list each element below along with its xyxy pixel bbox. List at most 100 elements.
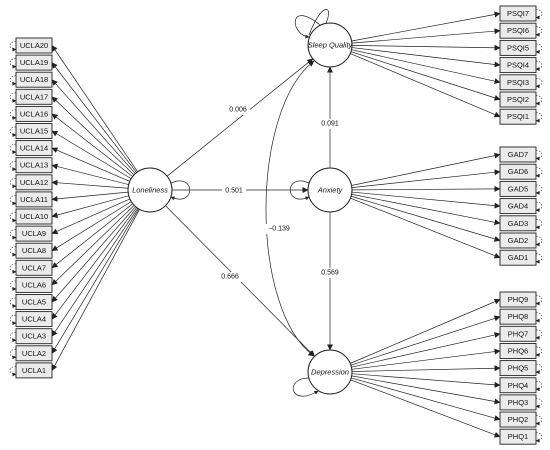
indicator-label-ucla17: UCLA17	[20, 92, 48, 101]
covariance-sleep-quality-depression	[265, 60, 315, 357]
indicator-label-phq6: PHQ6	[508, 346, 528, 355]
indicator-phq3: PHQ3	[499, 394, 537, 411]
indicator-gad4: GAD4	[499, 198, 537, 215]
path-loneliness-to-sleep-quality	[166, 58, 314, 177]
indicator-label-gad7: GAD7	[508, 150, 528, 159]
indicator-box-ucla8	[15, 242, 53, 259]
error-term-gad3	[535, 219, 543, 230]
indicator-box-phq4	[499, 377, 537, 394]
indicator-label-ucla9: UCLA9	[22, 229, 46, 238]
loading-path-ucla2	[51, 208, 139, 354]
indicator-label-phq2: PHQ2	[508, 415, 528, 424]
error-term-ucla1	[9, 366, 17, 377]
error-term-ucla14	[9, 143, 17, 155]
loading-path-psqi6	[351, 28, 501, 44]
loading-path-psqi1	[350, 53, 501, 118]
indicator-label-psqi2: PSQI2	[507, 95, 529, 104]
loading-path-phq7	[351, 332, 501, 368]
indicator-label-phq3: PHQ3	[508, 398, 528, 407]
loading-path-ucla4	[51, 207, 137, 320]
indicator-box-gad7	[499, 146, 537, 163]
indicator-box-phq1	[499, 428, 537, 445]
error-term-gad5	[535, 184, 543, 195]
indicator-label-psqi5: PSQI5	[507, 43, 529, 52]
residual-loop-sleep-quality-arc	[308, 9, 329, 36]
error-term-gad7	[535, 150, 543, 161]
error-term-ucla3	[9, 331, 17, 343]
indicator-psqi2: PSQI2	[499, 91, 537, 108]
error-term-phq4	[535, 380, 543, 392]
error-term-psqi4	[535, 60, 543, 72]
coef-anxiety-sleep-quality-bg	[318, 119, 342, 129]
indicator-box-psqi7	[499, 5, 537, 22]
indicator-psqi4: PSQI4	[499, 57, 537, 74]
indicator-ucla17: UCLA17	[15, 88, 53, 105]
indicator-label-psqi3: PSQI3	[507, 78, 529, 87]
error-term-psqi2	[535, 95, 543, 106]
indicator-box-gad5	[499, 180, 537, 197]
indicator-label-phq8: PHQ8	[508, 312, 528, 321]
indicator-ucla19: UCLA19	[15, 54, 53, 71]
indicator-phq6: PHQ6	[499, 343, 537, 359]
indicator-phq8: PHQ8	[499, 308, 537, 325]
indicator-box-psqi6	[499, 22, 537, 39]
loading-path-phq3	[351, 375, 501, 405]
error-term-phq5	[535, 363, 543, 375]
loading-path-gad5	[351, 185, 501, 192]
loading-path-phq1	[350, 379, 501, 438]
coef-loneliness-depression-bg	[218, 272, 242, 282]
loading-path-gad3	[351, 193, 501, 226]
loading-path-ucla13	[51, 163, 129, 185]
loading-path-ucla9	[51, 198, 131, 235]
indicator-box-ucla3	[15, 328, 53, 345]
indicator-label-gad2: GAD2	[508, 236, 528, 245]
indicator-box-ucla11	[15, 191, 53, 208]
error-term-ucla9	[9, 229, 17, 240]
latent-loneliness: Loneliness	[127, 167, 173, 213]
error-term-gad6	[535, 167, 543, 178]
loading-path-ucla6	[51, 205, 135, 286]
error-term-ucla20	[9, 41, 17, 52]
latent-label-anxiety: Anxiety	[317, 186, 344, 195]
coef-loneliness-anxiety-bg	[222, 186, 246, 196]
loading-path-ucla14	[51, 147, 130, 182]
indicator-label-ucla3: UCLA3	[22, 332, 46, 341]
coef-loneliness-sleep-quality: 0.006	[229, 107, 247, 114]
error-term-ucla7	[9, 263, 17, 274]
indicator-gad5: GAD5	[499, 180, 537, 197]
error-term-ucla15	[9, 126, 17, 137]
indicator-ucla6: UCLA6	[15, 276, 53, 293]
indicator-ucla14: UCLA14	[15, 140, 53, 157]
indicator-label-psqi6: PSQI6	[507, 26, 529, 35]
loading-path-ucla17	[51, 96, 135, 176]
indicator-box-psqi2	[499, 91, 537, 108]
loading-path-psqi2	[350, 51, 501, 101]
indicator-box-ucla13	[15, 157, 53, 174]
coef-anxiety-depression: 0.569	[321, 270, 339, 277]
indicator-label-gad3: GAD3	[508, 219, 528, 228]
loading-path-gad4	[351, 191, 501, 209]
error-term-ucla16	[9, 109, 17, 120]
indicator-phq1: PHQ1	[499, 428, 537, 445]
indicator-box-ucla4	[15, 311, 53, 328]
indicator-box-gad2	[499, 232, 537, 249]
error-term-ucla8	[9, 246, 17, 257]
latent-label-depression: Depression	[311, 368, 349, 377]
indicator-box-psqi1	[499, 108, 537, 125]
indicator-psqi6: PSQI6	[499, 22, 537, 39]
indicator-label-phq4: PHQ4	[508, 381, 528, 390]
error-term-ucla13	[9, 160, 17, 172]
indicator-label-ucla19: UCLA19	[20, 58, 48, 67]
indicator-box-psqi5	[499, 39, 537, 56]
indicator-ucla3: UCLA3	[15, 328, 53, 345]
indicator-label-ucla1: UCLA1	[22, 366, 46, 375]
error-term-phq1	[535, 432, 543, 443]
latent-label-sleep: Sleep Quality	[308, 41, 354, 50]
loading-path-phq9	[350, 298, 501, 364]
indicator-gad7: GAD7	[499, 146, 537, 163]
error-term-psqi1	[535, 112, 543, 123]
loading-path-gad6	[351, 169, 501, 188]
coef-loneliness-depression: 0.666	[221, 274, 239, 281]
latent-depression: Depression	[307, 349, 353, 395]
indicator-label-psqi7: PSQI7	[507, 9, 529, 18]
